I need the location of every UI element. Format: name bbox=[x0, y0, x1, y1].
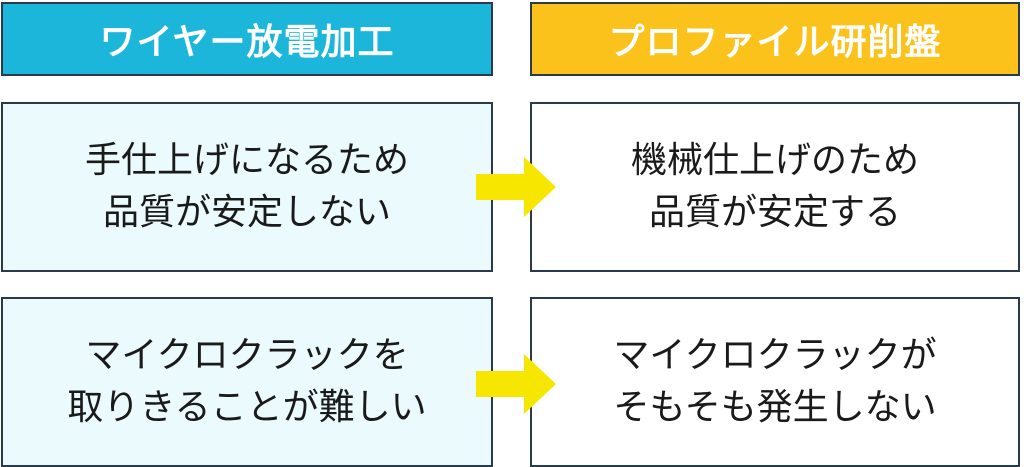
header-wire-edm-label: ワイヤー放電加工 bbox=[99, 22, 395, 63]
row1-right-line2: 品質が安定する bbox=[648, 192, 901, 233]
row1-right-line1: 機械仕上げのため bbox=[630, 140, 919, 181]
arrow-right-icon-shape bbox=[476, 157, 556, 217]
arrow-right-icon bbox=[476, 157, 556, 217]
arrow-right-icon-shape bbox=[476, 354, 556, 414]
row2-right-line1: マイクロクラックが bbox=[613, 335, 937, 376]
row2-left-cell: マイクロクラックを 取りきることが難しい bbox=[1, 297, 493, 467]
row1-left-cell: 手仕上げになるため 品質が安定しない bbox=[1, 102, 493, 272]
row1-right-cell: 機械仕上げのため 品質が安定する bbox=[530, 102, 1020, 272]
row2-right-cell: マイクロクラックが そもそも発生しない bbox=[530, 297, 1020, 467]
row1-left-line2: 品質が安定しない bbox=[102, 192, 391, 233]
header-profile-grinder: プロファイル研削盤 bbox=[530, 2, 1020, 76]
arrow-right-icon bbox=[476, 354, 556, 414]
header-profile-grinder-label: プロファイル研削盤 bbox=[608, 22, 942, 63]
row2-left-line2: 取りきることが難しい bbox=[67, 387, 427, 428]
row1-left-line1: 手仕上げになるため bbox=[84, 140, 409, 181]
row2-left-line1: マイクロクラックを bbox=[85, 335, 409, 376]
header-wire-edm: ワイヤー放電加工 bbox=[1, 2, 493, 76]
row2-right-line2: そもそも発生しない bbox=[613, 387, 937, 428]
